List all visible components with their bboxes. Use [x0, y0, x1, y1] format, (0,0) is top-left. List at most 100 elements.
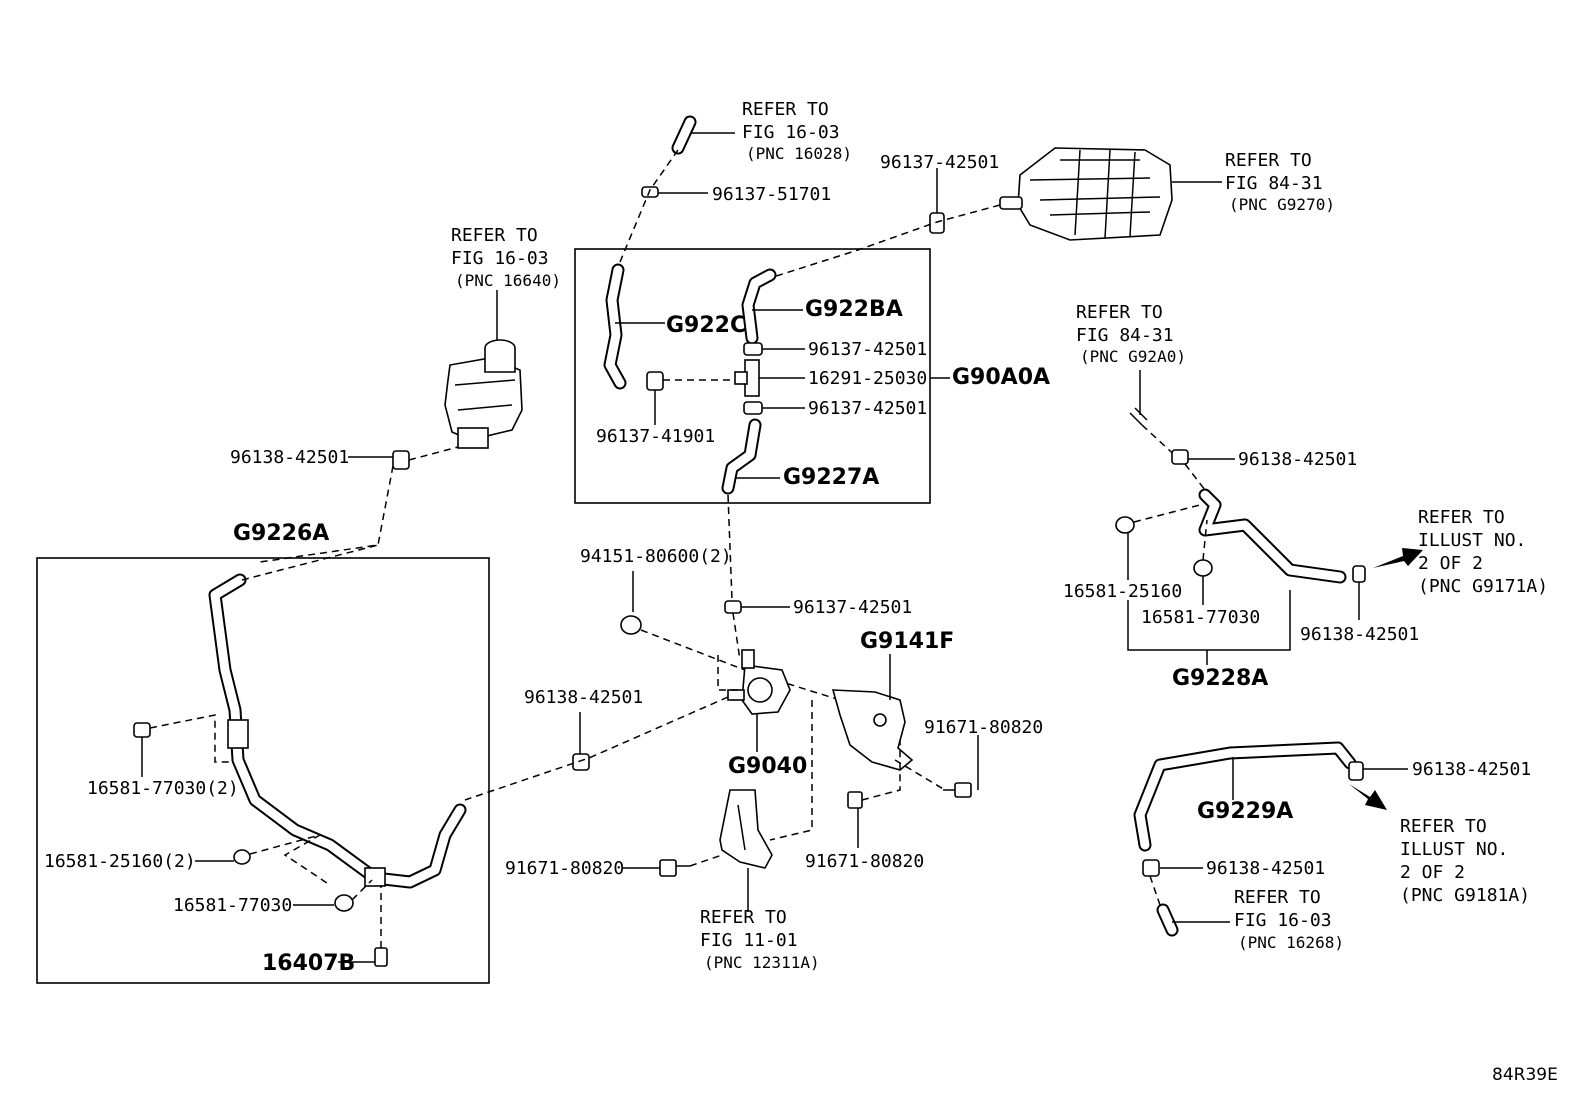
refer-8431-top-line3: (PNC G9270)	[1229, 195, 1335, 214]
refer-1101-line1: REFER TO	[700, 907, 787, 928]
label-96137-42501-a: 96137-42501	[808, 339, 927, 360]
clamp-96137-42501-top	[929, 212, 945, 234]
group-box-g90a0a	[574, 248, 931, 504]
refer-8431-right-line2: FIG 84-31	[1076, 325, 1174, 346]
refer-8431-top-line1: REFER TO	[1225, 150, 1312, 171]
water-pump-g9040	[727, 649, 791, 715]
label-g922ba: G922BA	[805, 297, 903, 322]
refer-1101-line3: (PNC 12311A)	[704, 953, 820, 972]
label-16581-77030: 16581-77030	[173, 895, 292, 916]
label-96138-42501-r4: 96138-42501	[1206, 858, 1325, 879]
refer-1603-top-line2: FIG 16-03	[742, 122, 840, 143]
grommet-94151-80600	[620, 615, 642, 635]
arrow-to-illust-9171	[1373, 548, 1423, 568]
clamp-96137-42501-b	[743, 401, 763, 415]
refer-8431-top-line2: FIG 84-31	[1225, 173, 1323, 194]
refer-illust-9171-line1: REFER TO	[1418, 507, 1505, 528]
hose-g9229a	[1133, 741, 1357, 852]
hose-end-right	[1129, 407, 1148, 426]
label-94151-80600: 94151-80600(2)	[580, 546, 732, 567]
clamp-96138-42501-tank	[392, 450, 410, 470]
inverter-assembly	[999, 147, 1173, 241]
refer-1603-bottom-line1: REFER TO	[1234, 887, 1321, 908]
bolt-91671-80820-left	[659, 859, 690, 877]
refer-1101-line2: FIG 11-01	[700, 930, 798, 951]
label-16581-77030-r: 16581-77030	[1141, 607, 1260, 628]
refer-1603-top-line3: (PNC 16028)	[746, 144, 852, 163]
clamp-96138-42501-mid	[572, 753, 590, 771]
bolt-91671-80820-right	[943, 782, 972, 798]
label-16291-25030: 16291-25030	[808, 368, 927, 389]
label-16581-25160-r: 16581-25160	[1063, 581, 1182, 602]
clamp-16581-25160-2	[233, 849, 251, 865]
bracket-g9141f	[831, 689, 914, 771]
label-g9040: G9040	[728, 754, 807, 779]
label-91671-80820-mid: 91671-80820	[805, 851, 924, 872]
label-16581-77030-2: 16581-77030(2)	[87, 778, 239, 799]
hose-g9227a	[721, 418, 762, 495]
label-g922c: G922C	[666, 313, 746, 338]
label-91671-80820-right: 91671-80820	[924, 717, 1043, 738]
hose-g9228a	[1198, 488, 1347, 584]
refer-1603-tank-line3: (PNC 16640)	[455, 271, 561, 290]
joint-16291-25030	[734, 359, 760, 397]
mount-bracket	[719, 789, 773, 869]
label-96138-42501-r2: 96138-42501	[1300, 624, 1419, 645]
refer-illust-9171-line4: (PNC G9171A)	[1418, 576, 1548, 597]
clamp-16581-77030-r	[1193, 559, 1213, 577]
hose-g9226a	[208, 573, 467, 889]
refer-8431-right-line3: (PNC G92A0)	[1080, 347, 1186, 366]
refer-illust-9171-line2: ILLUST NO.	[1418, 530, 1526, 551]
hose-end-top	[671, 115, 697, 155]
label-96137-42501-mid: 96137-42501	[793, 597, 912, 618]
label-g9226a: G9226A	[233, 521, 329, 546]
label-g90a0a: G90A0A	[952, 365, 1050, 390]
refer-8431-right-line1: REFER TO	[1076, 302, 1163, 323]
label-96138-42501-mid: 96138-42501	[524, 687, 643, 708]
refer-1603-bottom-line3: (PNC 16268)	[1238, 933, 1344, 952]
clamp-96138-42501-r4	[1142, 859, 1160, 877]
refer-1603-bottom-line2: FIG 16-03	[1234, 910, 1332, 931]
refer-illust-9181-line4: (PNC G9181A)	[1400, 885, 1530, 906]
label-g9229a: G9229A	[1197, 799, 1293, 824]
drain-plug-16407b	[374, 947, 388, 967]
label-g9141f: G9141F	[860, 629, 954, 654]
refer-illust-9181-line3: 2 OF 2	[1400, 862, 1465, 883]
label-g9228a: G9228A	[1172, 666, 1268, 691]
clamp-96138-42501-r3	[1348, 761, 1364, 781]
clamp-16581-77030-2	[133, 722, 151, 738]
label-96138-42501-r1: 96138-42501	[1238, 449, 1357, 470]
refer-1603-top-line1: REFER TO	[742, 99, 829, 120]
clamp-96137-51701	[641, 186, 659, 198]
clamp-96137-42501-a	[743, 342, 763, 356]
hose-g922c	[603, 263, 627, 390]
clamp-96138-42501-r1	[1171, 449, 1189, 465]
refer-1603-tank-line2: FIG 16-03	[451, 248, 549, 269]
label-16581-25160-2: 16581-25160(2)	[44, 851, 196, 872]
group-box-g9226a	[36, 557, 490, 984]
refer-illust-9181-line1: REFER TO	[1400, 816, 1487, 837]
clamp-96137-42501-mid	[724, 600, 742, 614]
refer-illust-9181-line2: ILLUST NO.	[1400, 839, 1508, 860]
clamp-96138-42501-r2	[1352, 565, 1366, 583]
label-96138-42501-r3: 96138-42501	[1412, 759, 1531, 780]
label-91671-80820-left: 91671-80820	[505, 858, 624, 879]
label-96137-51701: 96137-51701	[712, 184, 831, 205]
label-96137-42501-b: 96137-42501	[808, 398, 927, 419]
refer-1603-tank-line1: REFER TO	[451, 225, 538, 246]
bolt-91671-80820-mid	[847, 791, 863, 809]
arrow-to-illust-9181	[1349, 784, 1387, 810]
clamp-16581-77030	[334, 894, 354, 912]
hose-end-bottom	[1156, 903, 1179, 937]
diagram-code: 84R39E	[1492, 1065, 1558, 1085]
label-96138-42501-tank: 96138-42501	[230, 447, 349, 468]
label-96137-41901: 96137-41901	[596, 426, 715, 447]
clamp-96137-41901	[646, 371, 664, 391]
hose-g922ba	[741, 268, 777, 345]
label-96137-42501-top: 96137-42501	[880, 152, 999, 173]
refer-illust-9171-line3: 2 OF 2	[1418, 553, 1483, 574]
label-g9227a: G9227A	[783, 465, 879, 490]
label-16407b: 16407B	[262, 951, 355, 976]
clamp-16581-25160-r	[1115, 516, 1135, 534]
